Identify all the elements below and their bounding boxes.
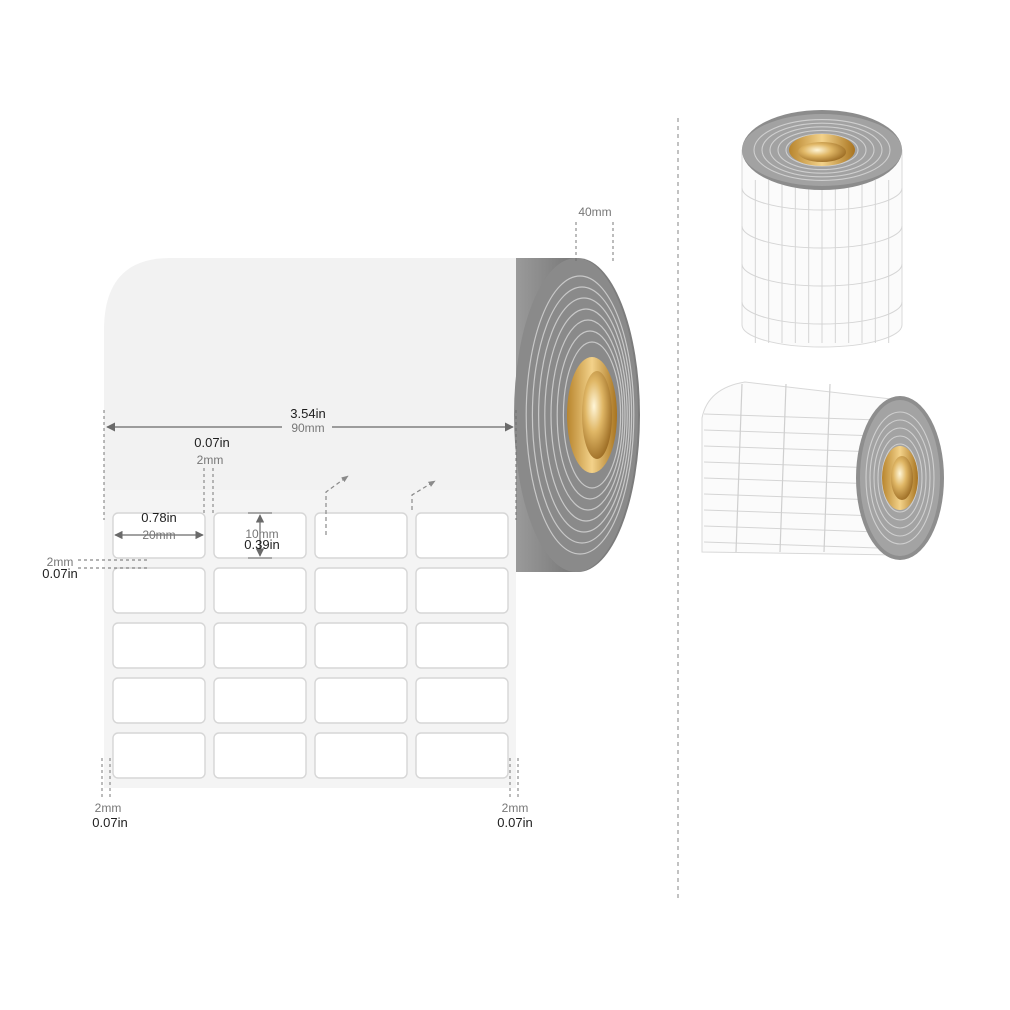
wound-ring	[769, 126, 875, 174]
upright-roll-view	[741, 110, 903, 348]
wound-ring	[525, 275, 635, 555]
label-cell	[213, 622, 307, 669]
grid-line	[735, 383, 743, 553]
dimension-labels: 3.54in 90mm 0.07in 2mm 0.78in 20mm 10mm …	[42, 205, 611, 830]
wound-ring	[531, 286, 633, 544]
label-cell	[415, 567, 509, 614]
label-cell	[112, 567, 206, 614]
label-cell	[415, 622, 509, 669]
label-height-inch: 0.39in	[244, 537, 279, 552]
roll-core-hole	[582, 371, 612, 459]
label-gap-top-mm: 2mm	[197, 453, 224, 467]
grid-line	[703, 525, 879, 533]
label-cell	[314, 732, 408, 779]
wound-ring	[537, 297, 630, 533]
label-width-mm: 20mm	[142, 528, 175, 542]
right-margin-inch: 0.07in	[497, 815, 532, 830]
grid-line	[741, 263, 903, 287]
row-gap-mm: 2mm	[47, 555, 74, 569]
label-cell	[314, 677, 408, 724]
grid-line	[703, 413, 879, 421]
label-cell	[314, 622, 408, 669]
grid-line	[779, 383, 787, 553]
grid-line	[703, 477, 879, 485]
side-roll-label-grid	[703, 383, 879, 553]
grid-line	[703, 541, 879, 549]
label-height-mm: 10mm	[245, 527, 278, 541]
main-roll	[104, 258, 640, 788]
wound-ring	[550, 319, 626, 511]
label-cell	[314, 567, 408, 614]
label-gap-top-inch: 0.07in	[194, 435, 229, 450]
core-diameter-mm: 40mm	[578, 205, 611, 219]
label-cell	[112, 732, 206, 779]
feed-direction-arrow-1	[325, 475, 349, 535]
wound-ring	[777, 129, 867, 171]
right-margin-mm: 2mm	[502, 801, 529, 815]
grid-line	[823, 383, 831, 553]
wound-ring	[753, 119, 891, 181]
wound-ring	[869, 419, 931, 537]
roll-width-inch: 3.54in	[290, 406, 325, 421]
wound-ring	[556, 330, 624, 500]
label-cell	[213, 677, 307, 724]
wound-ring	[877, 435, 923, 521]
label-grid	[112, 512, 509, 779]
grid-line	[741, 301, 903, 325]
grid-line	[703, 509, 879, 517]
roll-width-mm: 90mm	[291, 421, 324, 435]
label-cell	[213, 567, 307, 614]
grid-line	[703, 445, 879, 453]
label-cell	[415, 732, 509, 779]
roll-wound-rings	[525, 275, 635, 555]
label-cell	[415, 512, 509, 559]
row-gap-inch: 0.07in	[42, 566, 77, 581]
left-margin-mm: 2mm	[95, 801, 122, 815]
label-cell	[314, 512, 408, 559]
wound-ring	[761, 122, 883, 178]
wound-ring	[544, 308, 628, 522]
grid-line	[703, 493, 879, 501]
grid-line	[741, 187, 903, 211]
label-cell	[213, 732, 307, 779]
wound-ring	[562, 341, 622, 489]
upright-roll-label-grid	[741, 180, 903, 343]
label-width-inch: 0.78in	[141, 510, 176, 525]
grid-line	[741, 225, 903, 249]
left-margin-inch: 0.07in	[92, 815, 127, 830]
wound-ring	[873, 427, 927, 529]
label-cell	[112, 622, 206, 669]
label-cell	[112, 677, 206, 724]
grid-line	[703, 461, 879, 469]
side-roll-view	[701, 381, 944, 560]
feed-direction-arrow-2	[411, 480, 436, 510]
label-cell	[415, 677, 509, 724]
wound-ring	[865, 411, 935, 545]
grid-line	[703, 429, 879, 437]
